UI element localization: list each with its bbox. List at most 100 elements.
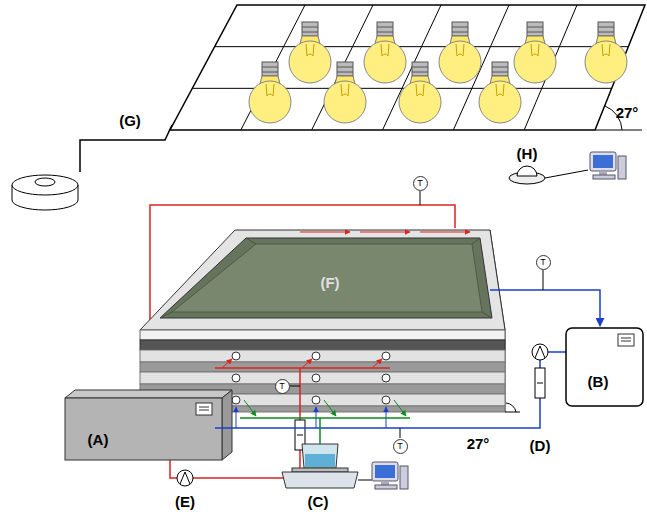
cold-water-line bbox=[548, 351, 566, 353]
balance bbox=[282, 472, 358, 488]
port-hole bbox=[232, 352, 390, 404]
pump bbox=[535, 346, 545, 358]
angle-mark bbox=[595, 130, 642, 131]
pump bbox=[177, 470, 193, 486]
pump bbox=[532, 344, 548, 360]
power-supply bbox=[12, 175, 78, 210]
lamp-bulb bbox=[514, 22, 556, 83]
cold-water-line bbox=[215, 290, 600, 428]
solar-collector bbox=[160, 238, 492, 318]
hot-water-line bbox=[222, 359, 232, 368]
sensor-letter: T bbox=[397, 442, 403, 451]
balance bbox=[292, 468, 348, 472]
port-hole bbox=[382, 374, 390, 382]
lamp-bulb bbox=[249, 22, 627, 123]
computer bbox=[590, 152, 626, 179]
computer bbox=[372, 462, 408, 489]
part-label: 27° bbox=[467, 436, 490, 453]
flowmeter bbox=[535, 368, 545, 398]
flowmeter bbox=[535, 368, 545, 398]
balance bbox=[282, 444, 372, 488]
port-hole bbox=[382, 352, 390, 360]
lamp-bulb bbox=[585, 22, 627, 83]
hot-water-line bbox=[372, 359, 382, 368]
hot-water-line bbox=[300, 232, 350, 233]
thermostatic-bath bbox=[566, 328, 643, 406]
outflow-line bbox=[240, 400, 410, 446]
pump bbox=[532, 344, 548, 360]
lamp-bulb bbox=[249, 62, 291, 123]
hot-water-line bbox=[302, 359, 312, 368]
sensor-letter: T bbox=[279, 382, 285, 391]
lamp-bulb bbox=[479, 62, 521, 123]
computer bbox=[372, 462, 408, 489]
sensor-stem bbox=[290, 191, 543, 438]
flowmeter bbox=[297, 435, 303, 436]
sensor-letter: T bbox=[417, 179, 423, 188]
sensor-stem bbox=[420, 191, 421, 205]
part-label: (G) bbox=[119, 113, 141, 130]
thermocouple: T bbox=[275, 379, 290, 394]
part-label: (B) bbox=[588, 374, 609, 391]
hot-water-line bbox=[420, 232, 470, 233]
port-hole bbox=[232, 352, 240, 360]
thermostatic-bath bbox=[566, 328, 643, 406]
power-cable bbox=[80, 125, 172, 172]
outflow-line bbox=[394, 400, 406, 416]
thermocouple: T bbox=[413, 176, 428, 191]
sensor-letter: T bbox=[540, 258, 546, 267]
hot-water-line bbox=[360, 232, 410, 233]
port-hole bbox=[312, 374, 320, 382]
part-label: (H) bbox=[517, 146, 538, 163]
lamp-bulb bbox=[364, 22, 406, 83]
angle-mark bbox=[505, 412, 520, 413]
solar-collector bbox=[140, 230, 505, 330]
part-label: (F) bbox=[320, 275, 339, 292]
solar-collector bbox=[140, 362, 505, 372]
thermocouple: T bbox=[536, 255, 551, 270]
port-hole bbox=[382, 396, 390, 404]
power-cable bbox=[80, 125, 172, 172]
lamp-bulb bbox=[439, 22, 481, 83]
outflow-line bbox=[324, 400, 336, 416]
solar-collector bbox=[140, 372, 505, 384]
part-label: (A) bbox=[88, 432, 109, 449]
balance bbox=[305, 454, 335, 467]
part-label: (C) bbox=[308, 494, 329, 511]
port-hole bbox=[232, 396, 240, 404]
port-hole bbox=[312, 352, 320, 360]
lamp-frame bbox=[170, 5, 645, 130]
cold-water-line bbox=[236, 407, 237, 428]
thermostatic-bath bbox=[618, 334, 634, 346]
circulating-bath bbox=[65, 390, 232, 398]
part-label: 27° bbox=[616, 105, 639, 122]
port-hole bbox=[232, 374, 240, 382]
solar-collector bbox=[140, 350, 505, 362]
cold-water-line bbox=[490, 290, 600, 326]
circulating-bath bbox=[196, 403, 212, 415]
pyranometer bbox=[509, 166, 588, 184]
lamp-frame bbox=[170, 5, 645, 130]
power-supply bbox=[12, 175, 78, 195]
pyranometer bbox=[517, 166, 537, 176]
solar-collector bbox=[140, 340, 505, 350]
sensor-stem bbox=[400, 428, 401, 438]
pyranometer bbox=[545, 170, 588, 178]
circulating-bath bbox=[65, 398, 222, 460]
lamp-bulb bbox=[289, 22, 331, 83]
balance bbox=[358, 480, 372, 481]
computer bbox=[590, 152, 626, 179]
angle-mark bbox=[505, 403, 520, 412]
part-label: (E) bbox=[175, 494, 195, 511]
sensor-stem bbox=[290, 386, 300, 387]
solar-collector bbox=[172, 244, 482, 312]
pump bbox=[180, 472, 190, 484]
solar-collector bbox=[140, 230, 505, 412]
part-label: (D) bbox=[530, 438, 551, 455]
lamp-bulb bbox=[324, 62, 366, 123]
circulating-bath bbox=[65, 390, 232, 460]
power-supply bbox=[35, 178, 55, 186]
outflow-line bbox=[240, 418, 410, 446]
port-hole bbox=[312, 396, 320, 404]
